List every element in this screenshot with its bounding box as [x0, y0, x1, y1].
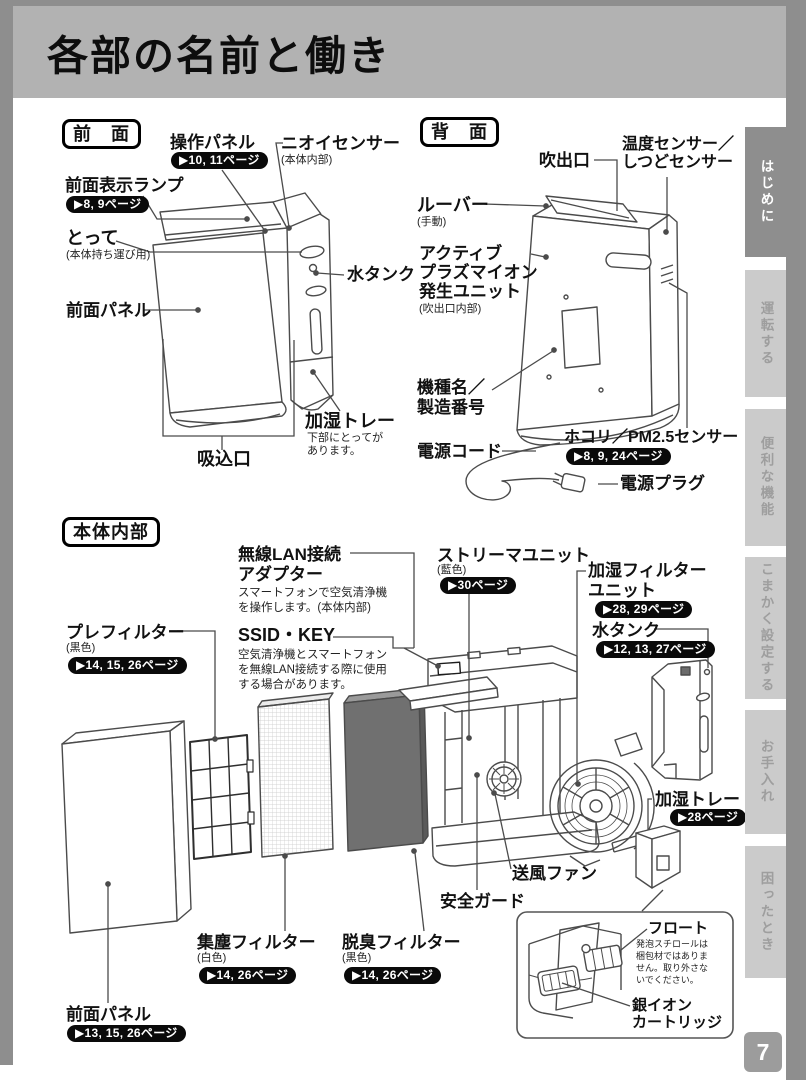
sidebar-tab-maintenance[interactable]: お手入れ [745, 710, 786, 834]
note-handle: (本体持ち運び用) [66, 249, 151, 261]
badge-water-tank-pages[interactable]: ▶12, 13, 27ページ [596, 641, 715, 658]
badge-humidify-tray-pages[interactable]: ▶28ページ [670, 809, 747, 826]
label-silver-ion-line1: 銀イオン [632, 997, 693, 1014]
title-banner [13, 6, 786, 98]
label-power-plug: 電源プラグ [620, 474, 705, 493]
label-power-cord: 電源コード [417, 442, 502, 461]
desc-ssid-key: 空気清浄機とスマートフォンを無線LAN接続する際に使用する場合があります。 [238, 649, 388, 691]
label-model-line2: 製造番号 [417, 398, 485, 417]
page-number: 7 [744, 1032, 782, 1072]
page-title: 各部の名前と働き [47, 33, 391, 79]
label-model-serial: 機種名／ 製造番号 [417, 378, 485, 418]
label-handle: とって [66, 228, 119, 248]
top-edge [0, 0, 806, 6]
label-wlan-adapter: 無線LAN接続 アダプター [238, 545, 341, 585]
label-front-panel: 前面パネル [66, 301, 151, 320]
label-humidify-tray-front: 加湿トレー [305, 411, 395, 431]
label-temp-sensor-line1: 温度センサー／ [622, 136, 735, 153]
desc-float: 発泡スチロールは梱包材ではありません。取り外さないでください。 [636, 939, 709, 985]
section-heading-front: 前 面 [62, 119, 141, 149]
label-water-tank-front: 水タンク [347, 265, 415, 284]
right-edge-strip [786, 0, 806, 1080]
label-pre-filter: プレフィルター [66, 623, 185, 642]
left-edge-strip [0, 0, 13, 1065]
label-temp-humidity-sensor: 温度センサー／ しつどセンサー [622, 136, 734, 172]
label-intake: 吸込口 [197, 449, 251, 469]
sidebar-tab-troubleshooting[interactable]: 困ったとき [745, 846, 786, 978]
badge-front-lamp-pages[interactable]: ▶8, 9ページ [66, 196, 150, 213]
label-ssid-key: SSID・KEY [238, 625, 336, 645]
note-louver: (手動) [417, 216, 447, 228]
label-plasma-line3: 発生ユニット [419, 282, 521, 301]
label-silver-ion-line2: カートリッジ [632, 1014, 723, 1031]
label-odor-sensor: ニオイセンサー [281, 134, 400, 153]
exploded-view-drawing [61, 645, 734, 1039]
badge-pre-filter-pages[interactable]: ▶14, 15, 26ページ [68, 657, 187, 674]
label-float: フロート [648, 920, 709, 937]
leader-lines [105, 142, 709, 1007]
note-streamer-unit: (藍色) [437, 564, 467, 576]
badge-humid-filter-pages[interactable]: ▶28, 29ページ [595, 601, 693, 618]
note-plasma-unit: (吹出口内部) [419, 303, 482, 315]
front-unit-drawing [152, 192, 334, 428]
label-outlet: 吹出口 [539, 151, 590, 170]
badge-deo-filter-pages[interactable]: ▶14, 26ページ [344, 967, 442, 984]
label-control-panel: 操作パネル [170, 133, 255, 152]
note-humidify-tray-front: 下部にとってがあります。 [307, 432, 384, 457]
desc-wlan-adapter: スマートフォンで空気清浄機を操作します。(本体内部) [238, 587, 388, 614]
note-pre-filter: (黒色) [66, 642, 96, 654]
label-wlan-line1: 無線LAN接続 [238, 545, 341, 564]
label-safety-guard: 安全ガード [440, 892, 525, 911]
sidebar-tab-detailed-settings[interactable]: こまかく設定する [745, 557, 786, 699]
badge-dust-filter-pages[interactable]: ▶14, 26ページ [199, 967, 297, 984]
label-dust-filter: 集塵フィルター [197, 933, 316, 952]
badge-streamer-pages[interactable]: ▶30ページ [440, 577, 517, 594]
badge-front-panel-pages[interactable]: ▶13, 15, 26ページ [67, 1025, 186, 1042]
label-streamer-unit: ストリーマユニット [437, 546, 590, 565]
badge-dust-sensor-pages[interactable]: ▶8, 9, 24ページ [566, 448, 671, 465]
label-humid-filter-line1: 加湿フィルター [588, 561, 707, 580]
label-silver-ion-cartridge: 銀イオン カートリッジ [632, 997, 722, 1031]
label-water-tank-inner: 水タンク [592, 621, 660, 640]
note-odor-sensor: (本体内部) [281, 154, 333, 166]
sidebar-tab-introduction[interactable]: はじめに [745, 127, 786, 257]
badge-control-panel-pages[interactable]: ▶10, 11ページ [171, 152, 268, 169]
section-heading-back: 背 面 [420, 117, 499, 147]
label-plasma-unit: アクティブ プラズマイオン 発生ユニット [419, 244, 538, 301]
note-deo-filter: (黒色) [342, 952, 372, 964]
label-humidify-tray-inner: 加湿トレー [655, 790, 740, 809]
label-wlan-line2: アダプター [238, 565, 323, 584]
label-dust-pm25-sensor: ホコリ／PM2.5センサー [564, 429, 739, 446]
sidebar-tab-operation[interactable]: 運転する [745, 270, 786, 397]
sidebar-tab-useful-functions[interactable]: 便利な機能 [745, 409, 786, 546]
label-deo-filter: 脱臭フィルター [342, 933, 461, 952]
label-humid-filter-unit: 加湿フィルター ユニット [588, 561, 707, 601]
label-plasma-line1: アクティブ [419, 244, 503, 263]
back-unit-drawing [465, 195, 680, 501]
section-heading-inner: 本体内部 [62, 517, 160, 547]
label-humid-filter-line2: ユニット [588, 581, 656, 600]
label-louver: ルーバー [417, 195, 489, 215]
note-dust-filter: (白色) [197, 952, 227, 964]
label-fan: 送風ファン [512, 864, 597, 883]
label-front-panel-inner: 前面パネル [66, 1005, 151, 1024]
label-plasma-line2: プラズマイオン [419, 263, 538, 282]
label-temp-sensor-line2: しつどセンサー [622, 154, 734, 171]
label-front-lamp: 前面表示ランプ [65, 176, 184, 195]
label-model-line1: 機種名／ [417, 378, 485, 397]
